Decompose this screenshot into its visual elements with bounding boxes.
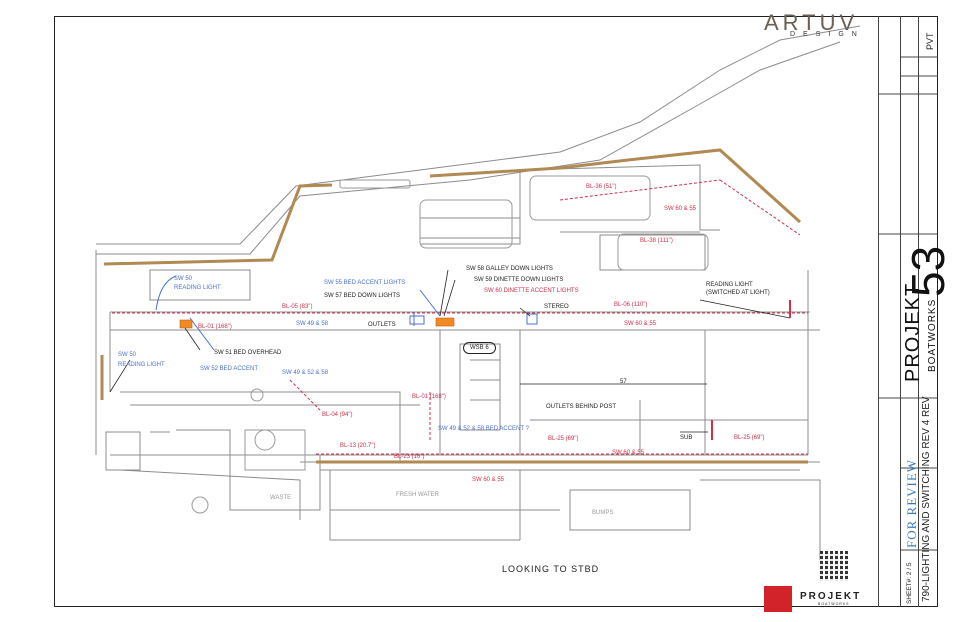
title-block-divider <box>900 16 901 607</box>
label-bl25-mid: BL-25 (69") <box>548 436 579 442</box>
label-bumps: BUMPS <box>592 510 614 516</box>
label-bl25-right: BL-25 (69") <box>734 435 765 441</box>
label-sw52: SW 52 BED ACCENT <box>200 366 259 372</box>
label-sw6055-top: SW 60 & 55 <box>664 206 697 212</box>
label-waste: WASTE <box>270 495 292 501</box>
projekt-logo-icon <box>764 586 792 612</box>
label-sw55: SW 55 BED ACCENT LIGHTS <box>324 280 406 286</box>
artuv-logo-sub: DESIGN <box>790 31 865 38</box>
label-bl05-left: BL-05 (83") <box>282 304 313 310</box>
project-number: 53 <box>902 245 954 297</box>
label-sw6055c: SW 60 & 55 <box>472 477 505 483</box>
project-subtitle: BOATWORKS <box>927 298 938 372</box>
label-bl13: BL-13 (20.7") <box>340 443 376 449</box>
label-looking-to-stbd: LOOKING TO STBD <box>502 564 600 574</box>
artuv-logo: ARTUV <box>764 10 859 35</box>
label-sw6055: SW 60 & 55 <box>624 321 657 327</box>
label-bl38: BL-38 (111") <box>640 238 673 244</box>
label-reading-switched: READING LIGHT (SWITCHED AT LIGHT) <box>706 282 770 296</box>
label-bl36: BL-36 (51") <box>586 184 617 190</box>
label-sw50-2: SW 50 <box>118 352 137 358</box>
brand-name: PROJEKT <box>800 591 862 602</box>
label-fresh: FRESH WATER <box>396 492 439 498</box>
label-sw50: SW 50 <box>174 276 193 282</box>
label-sw4958: SW 49 & 58 <box>296 321 329 327</box>
qr-code-overlay <box>820 551 850 581</box>
sheet-name: 790-LIGHTING AND SWITCHING REV 4 REV <box>921 396 932 602</box>
label-sub: SUB <box>680 435 693 441</box>
label-outlets-post: OUTLETS BEHIND POST <box>546 404 617 410</box>
drawing-border <box>54 16 938 607</box>
label-bl01-left: BL-01 (168") <box>198 324 232 330</box>
label-outlets: OUTLETS <box>368 322 396 328</box>
sheet-number: SHEET#: 2 / 5 <box>906 562 913 604</box>
label-reading-light: READING LIGHT <box>174 285 221 291</box>
label-bl23: BL-23 (16") <box>394 454 425 460</box>
label-reading-light-2: READING LIGHT <box>118 362 165 368</box>
label-dim57: 57 <box>620 379 627 385</box>
label-sw4952: SW 49 & 52 & 58 <box>282 370 329 376</box>
label-sw60: SW 60 DINETTE ACCENT LIGHTS <box>484 288 579 294</box>
title-block-divider <box>878 16 879 607</box>
label-sw6055b: SW 60 & 55 <box>612 450 645 456</box>
review-stamp: FOR REVIEW <box>904 458 919 548</box>
label-bl01-mid: BL-01 (168") <box>412 394 446 400</box>
label-sw58: SW 58 GALLEY DOWN LIGHTS <box>466 266 553 272</box>
brand-sub: BOATWORKS <box>818 602 850 606</box>
label-bl06: BL-06 (110") <box>614 302 648 308</box>
label-bl04: BL-04 (94") <box>322 412 353 418</box>
label-wsb: WSB 6 <box>463 342 496 354</box>
project-title: PROJEKT <box>902 282 924 382</box>
label-sw-bed-accent: SW 49 & 52 & 58 BED ACCENT ? <box>438 426 529 432</box>
label-stereo: STEREO <box>544 304 569 310</box>
title-block-divider <box>918 16 919 607</box>
label-sw57: SW 57 BED DOWN LIGHTS <box>324 293 401 299</box>
label-sw59: SW 59 DINETTE DOWN LIGHTS <box>474 277 564 283</box>
drawn-by: PVT <box>925 32 935 50</box>
label-sw51: SW 51 BED OVERHEAD <box>214 350 282 356</box>
